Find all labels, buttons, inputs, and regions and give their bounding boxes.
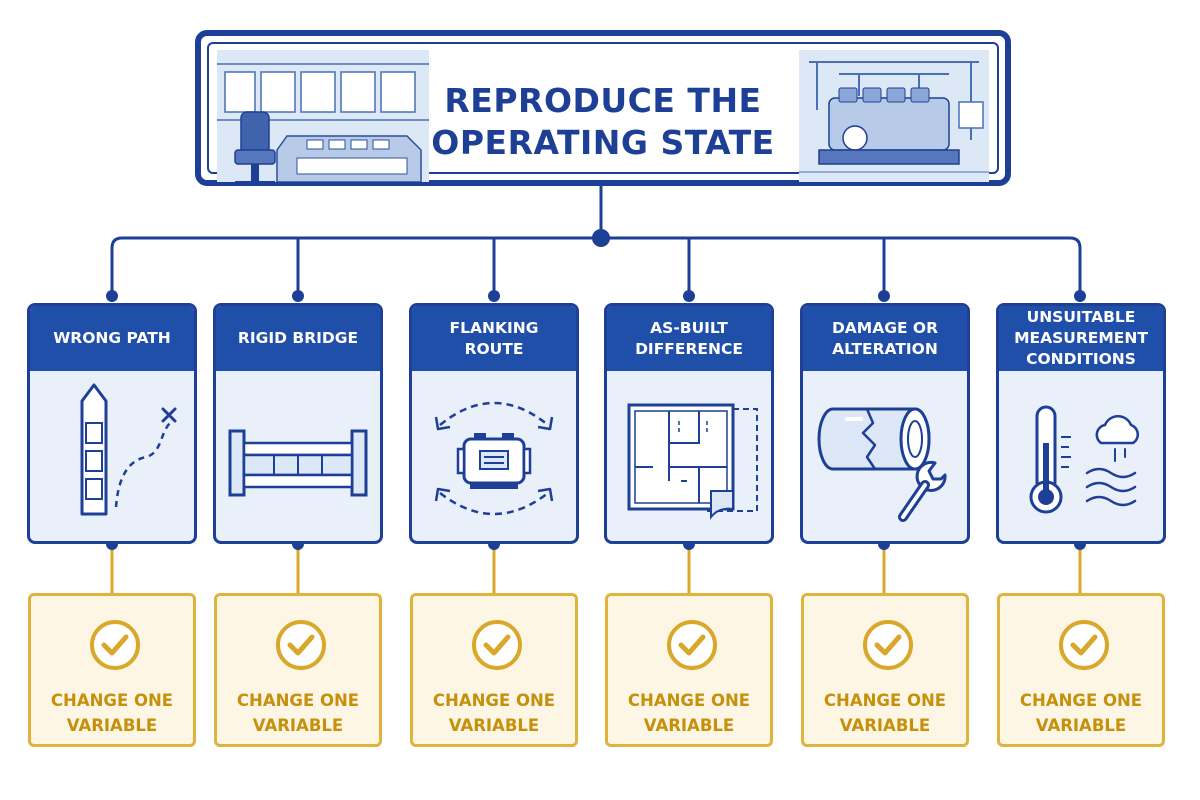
card-label: RIGID BRIDGE xyxy=(216,306,380,371)
card-label: FLANKING ROUTE xyxy=(412,306,576,371)
result-box-wrong-path: CHANGE ONE VARIABLE xyxy=(28,593,196,747)
node-dot xyxy=(106,290,118,302)
category-card-rigid-bridge: RIGID BRIDGE xyxy=(213,303,383,544)
check-circle-icon xyxy=(863,620,913,670)
check-circle-icon xyxy=(667,620,717,670)
ship-bridge-illustration xyxy=(217,50,429,182)
card-label: AS-BUILT DIFFERENCE xyxy=(607,306,771,371)
title-inner-frame: REPRODUCE THE OPERATING STATE xyxy=(207,42,999,182)
result-label: CHANGE ONE VARIABLE xyxy=(1000,688,1162,738)
result-line-2: VARIABLE xyxy=(643,716,735,735)
result-line-2: VARIABLE xyxy=(1035,716,1127,735)
ship-route-icon xyxy=(80,383,177,516)
result-line-1: CHANGE ONE xyxy=(50,691,174,710)
branch-bus xyxy=(110,236,1082,296)
card-label: UNSUITABLE MEASUREMENT CONDITIONS xyxy=(999,306,1163,371)
category-card-wrong-path: WRONG PATH xyxy=(27,303,197,544)
result-box-unsuitable-measurement-conditions: CHANGE ONE VARIABLE xyxy=(997,593,1165,747)
rigid-bridge-icon xyxy=(228,429,368,497)
result-label: CHANGE ONE VARIABLE xyxy=(804,688,966,738)
floor-plan-icon xyxy=(627,403,758,520)
node-dot xyxy=(683,290,695,302)
node-dot xyxy=(878,290,890,302)
category-card-damage-or-alteration: DAMAGE OR ALTERATION xyxy=(800,303,970,544)
title-line-2: OPERATING STATE xyxy=(431,123,775,162)
result-line-2: VARIABLE xyxy=(839,716,931,735)
result-line-1: CHANGE ONE xyxy=(432,691,556,710)
node-dot xyxy=(1074,290,1086,302)
result-line-1: CHANGE ONE xyxy=(627,691,751,710)
card-label: WRONG PATH xyxy=(30,306,194,371)
result-line-2: VARIABLE xyxy=(252,716,344,735)
category-card-as-built-difference: AS-BUILT DIFFERENCE xyxy=(604,303,774,544)
result-label: CHANGE ONE VARIABLE xyxy=(413,688,575,738)
cracked-pipe-wrench-icon xyxy=(817,407,947,522)
result-box-flanking-route: CHANGE ONE VARIABLE xyxy=(410,593,578,747)
result-line-1: CHANGE ONE xyxy=(1019,691,1143,710)
node-dot xyxy=(292,290,304,302)
result-box-damage-or-alteration: CHANGE ONE VARIABLE xyxy=(801,593,969,747)
result-label: CHANGE ONE VARIABLE xyxy=(608,688,770,738)
card-label: DAMAGE OR ALTERATION xyxy=(803,306,967,371)
result-line-1: CHANGE ONE xyxy=(823,691,947,710)
result-box-as-built-difference: CHANGE ONE VARIABLE xyxy=(605,593,773,747)
result-line-1: CHANGE ONE xyxy=(236,691,360,710)
result-label: CHANGE ONE VARIABLE xyxy=(31,688,193,738)
result-line-2: VARIABLE xyxy=(66,716,158,735)
title-box: REPRODUCE THE OPERATING STATE xyxy=(195,30,1011,186)
page-title: REPRODUCE THE OPERATING STATE xyxy=(209,80,997,164)
category-card-unsuitable-measurement-conditions: UNSUITABLE MEASUREMENT CONDITIONS xyxy=(996,303,1166,544)
title-line-1: REPRODUCE THE xyxy=(444,81,762,120)
junction-dot xyxy=(592,229,610,247)
machine-flanking-icon xyxy=(434,401,554,516)
node-dot xyxy=(488,290,500,302)
result-line-2: VARIABLE xyxy=(448,716,540,735)
check-circle-icon xyxy=(276,620,326,670)
check-circle-icon xyxy=(90,620,140,670)
engine-room-illustration xyxy=(799,50,989,182)
check-circle-icon xyxy=(1059,620,1109,670)
category-card-flanking-route: FLANKING ROUTE xyxy=(409,303,579,544)
thermometer-weather-icon xyxy=(1029,405,1140,514)
result-box-rigid-bridge: CHANGE ONE VARIABLE xyxy=(214,593,382,747)
result-label: CHANGE ONE VARIABLE xyxy=(217,688,379,738)
check-circle-icon xyxy=(472,620,522,670)
